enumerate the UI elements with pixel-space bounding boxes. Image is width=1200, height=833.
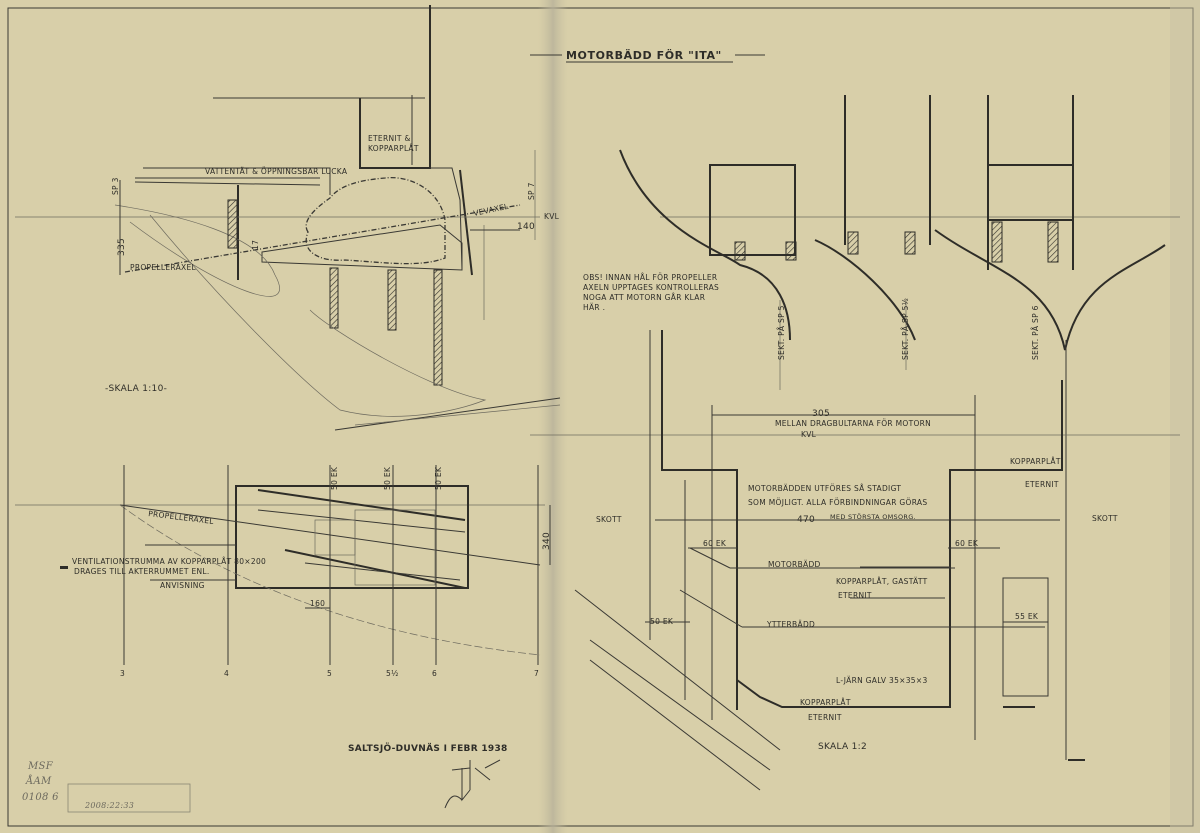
label-copper-bottom: KOPPARPLÅT [800,698,851,707]
place-date: SALTSJÖ-DUVNÄS I FEBR 1938 [348,743,508,754]
frame-6: 6 [432,669,437,678]
label-50ek-a: 50 EK [330,466,339,490]
label-hatch: VATTENTÄT & ÖPPNINGSBAR LUCKA [205,167,348,176]
label-55ek: 55 EK [1015,612,1039,621]
label-60ek-left: 60 EK [703,539,727,548]
signature [444,759,501,809]
label-outer-bed: YTTERBÄDD [766,620,815,629]
dim-335: 335 [117,238,127,256]
label-ventilation-3: ANVISNING [160,581,205,590]
note-line-1: OBS! INNAN HÅL FÖR PROPELLER [583,273,717,282]
hull-sections: OBS! INNAN HÅL FÖR PROPELLER AXELN UPPTA… [583,95,1180,760]
label-50ek-b: 50 EK [383,466,392,490]
paper-edge [1170,0,1200,833]
label-50ek-c: 50 EK [434,466,443,490]
label-propeller-shaft-plan: PROPELLERAXEL [148,509,215,526]
label-section-sp5: SEKT. PÅ SP 5 [777,305,786,360]
scale-1-10: -SKALA 1:10- [105,384,167,394]
drawing-title: MOTORBÄDD FÖR "ITA" [530,48,765,63]
frame-7: 7 [534,669,539,678]
label-copper-top: KOPPARPLÅT [1010,457,1061,466]
label-propeller-shaft: PROPELLERAXEL [130,263,197,272]
label-section-sp5-half: SEKT. PÅ SP 5½ [901,298,910,360]
frame-5: 5 [327,669,332,678]
label-bulkhead-right: SKOTT [1092,514,1118,523]
label-eternit-mid: ETERNIT [838,591,872,600]
title-block: SALTSJÖ-DUVNÄS I FEBR 1938 MSF ÅAM 0108 … [22,743,508,813]
dim-340: 340 [542,532,552,550]
dim-305: 305 [812,409,830,419]
detail-note-2: SOM MÖJLIGT. ALLA FÖRBINDNINGAR GÖRAS [748,498,927,507]
label-eternit-top: ETERNIT [1025,480,1059,489]
archive-stamp-ref: 0108 6 [22,792,59,803]
label-ventilation-2: DRAGES TILL AKTERRUMMET ENL. [74,567,210,576]
label-eternit-bottom: ETERNIT [808,713,842,722]
archive-mark-2: ÅAM [25,775,52,787]
label-ventilation-1: VENTILATIONSTRUMMA AV KOPPARPLÅT 80×200 [72,557,266,566]
frame-3: 3 [120,669,125,678]
archive-mark-1: MSF [27,761,54,772]
sheet-border [7,7,1194,827]
detail-section: 305 MELLAN DRAGBULTARNA FÖR MOTORN KVL M… [530,330,1180,791]
stamp-number: 2008:22:33 [84,801,134,810]
side-view-section: ETERNIT & KOPPARPLÅT VATTENTÄT & ÖPPNING… [15,5,561,431]
label-bulkhead-left: SKOTT [596,515,622,524]
label-copper-gastight: KOPPARPLÅT, GASTÄTT [836,577,928,586]
label-kvl-detail: KVL [801,430,817,439]
label-between-bolts: MELLAN DRAGBULTARNA FÖR MOTORN [775,419,931,428]
frame-5-half: 5½ [386,669,399,678]
dim-17: 17 [251,240,260,250]
label-sp7: SP 7 [527,182,536,200]
label-section-sp6: SEKT. PÅ SP 6 [1031,305,1040,360]
label-60ek-right: 60 EK [955,539,979,548]
note-line-2: AXELN UPPTAGES KONTROLLERAS [583,283,719,292]
label-engine-bed: MOTORBÄDD [768,560,821,569]
svg-text:MOTORBÄDD FÖR "ITA": MOTORBÄDD FÖR "ITA" [566,48,722,62]
dim-470: 470 [797,515,815,525]
note-line-4: HÄR . [583,303,605,312]
label-angle-iron: L-JÄRN GALV 35×35×3 [836,676,928,685]
detail-note-3: MED STÖRSTA OMSORG. [830,512,916,521]
dim-140: 140 [517,222,535,232]
label-50ek: 50 EK [650,617,674,626]
archive-stamp [67,783,191,813]
scale-1-2: SKALA 1:2 [818,742,867,752]
label-kvl: KVL [544,212,560,221]
label-eternit: ETERNIT & [368,134,411,143]
label-sp3: SP 3 [111,177,120,195]
detail-note-1: MOTORBÄDDEN UTFÖRES SÅ STADIGT [748,484,901,493]
paper-fold [538,0,568,833]
label-crankshaft: VEVAXEL [473,202,510,218]
note-line-3: NOGA ATT MOTORN GÅR KLAR [583,293,705,302]
dim-160: 160 [310,599,325,608]
plan-view-section: PROPELLERAXEL VENTILATIONSTRUMMA AV KOPP… [15,465,552,678]
label-copper: KOPPARPLÅT [368,144,419,153]
frame-4: 4 [224,669,229,678]
